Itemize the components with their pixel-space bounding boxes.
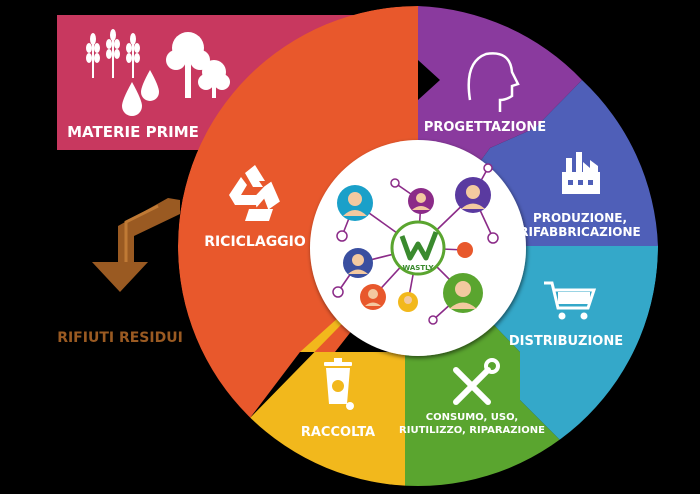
recycle-icon bbox=[229, 165, 280, 221]
cart-icon bbox=[544, 281, 597, 320]
consumo-label-1: CONSUMO, USO, bbox=[426, 412, 518, 423]
raccolta-label: RACCOLTA bbox=[301, 425, 375, 440]
down-arrow-icon bbox=[92, 198, 180, 292]
riciclaggio-label: RICICLAGGIO bbox=[204, 234, 306, 250]
progettazione-label: PROGETTAZIONE bbox=[424, 120, 546, 135]
produzione-label-1: PRODUZIONE, bbox=[533, 211, 627, 225]
wastly-logo-text: WASTLY bbox=[402, 264, 434, 272]
network-icon: WASTLY bbox=[332, 163, 499, 325]
produzione-label-2: RIFABBRICAZIONE bbox=[519, 225, 641, 239]
distribuzione-label: DISTRIBUZIONE bbox=[509, 334, 623, 349]
tools-icon bbox=[453, 358, 500, 405]
tree-icon bbox=[166, 32, 230, 98]
factory-icon bbox=[562, 152, 600, 194]
head-icon bbox=[467, 52, 520, 112]
materie-prime-label: MATERIE PRIME bbox=[67, 123, 199, 141]
wheat-icon bbox=[86, 29, 140, 78]
recycle-bin-icon bbox=[324, 358, 354, 410]
rifiuti-residui-label: RIFIUTI RESIDUI bbox=[57, 330, 183, 346]
consumo-label-2: RIUTILIZZO, RIPARAZIONE bbox=[399, 425, 545, 436]
water-drops-icon bbox=[122, 70, 159, 116]
